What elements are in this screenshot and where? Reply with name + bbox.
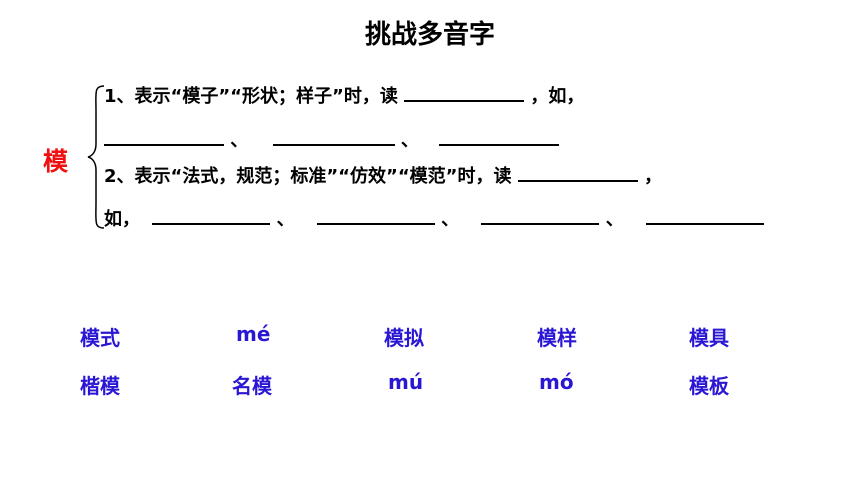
- separator: 、: [400, 130, 419, 151]
- word-card[interactable]: 名模: [232, 374, 272, 398]
- rule1-example-blank-3[interactable]: [439, 126, 560, 146]
- separator: 、: [605, 209, 624, 230]
- polyphone-character: 模: [43, 147, 69, 176]
- word-card[interactable]: mé: [236, 322, 271, 346]
- rule2-line2: 如， 、 、 、: [104, 205, 764, 231]
- rule2-tail: ，: [644, 166, 663, 187]
- word-card[interactable]: mó: [539, 370, 574, 394]
- rule2-example-blank-4[interactable]: [645, 205, 764, 225]
- word-card[interactable]: 楷模: [80, 374, 120, 398]
- word-card[interactable]: mú: [388, 370, 424, 394]
- rule2-pronunciation-blank[interactable]: [517, 162, 638, 182]
- rule1-example-blank-1[interactable]: [104, 126, 224, 146]
- word-card[interactable]: 模具: [689, 326, 729, 350]
- separator: 、: [230, 130, 249, 151]
- rule1-line2: 、 、: [104, 126, 560, 152]
- word-card[interactable]: 模式: [80, 326, 120, 350]
- rule1-tail: ，如，: [530, 86, 585, 107]
- word-card[interactable]: 模板: [689, 374, 729, 398]
- separator: 、: [276, 209, 295, 230]
- rule2-text: 2、表示“法式，规范；标准”“仿效”“模范”时，读: [104, 166, 512, 187]
- rule2-example-blank-2[interactable]: [316, 205, 435, 225]
- separator: 、: [441, 209, 460, 230]
- word-card[interactable]: 模样: [537, 326, 577, 350]
- rule1-pronunciation-blank[interactable]: [404, 82, 525, 102]
- word-card[interactable]: 模拟: [384, 326, 424, 350]
- rule1-example-blank-2[interactable]: [272, 126, 395, 146]
- rule2-line1: 2、表示“法式，规范；标准”“仿效”“模范”时，读 ，: [104, 162, 662, 188]
- rule2-prefix: 如，: [104, 209, 140, 230]
- rule1-text: 1、表示“模子”“形状；样子”时，读: [104, 86, 398, 107]
- rule2-example-blank-1[interactable]: [152, 205, 271, 225]
- curly-brace-icon: [87, 85, 105, 229]
- rule1-line1: 1、表示“模子”“形状；样子”时，读 ，如，: [104, 82, 584, 108]
- page-title: 挑战多音字: [364, 20, 495, 50]
- rule2-example-blank-3[interactable]: [481, 205, 600, 225]
